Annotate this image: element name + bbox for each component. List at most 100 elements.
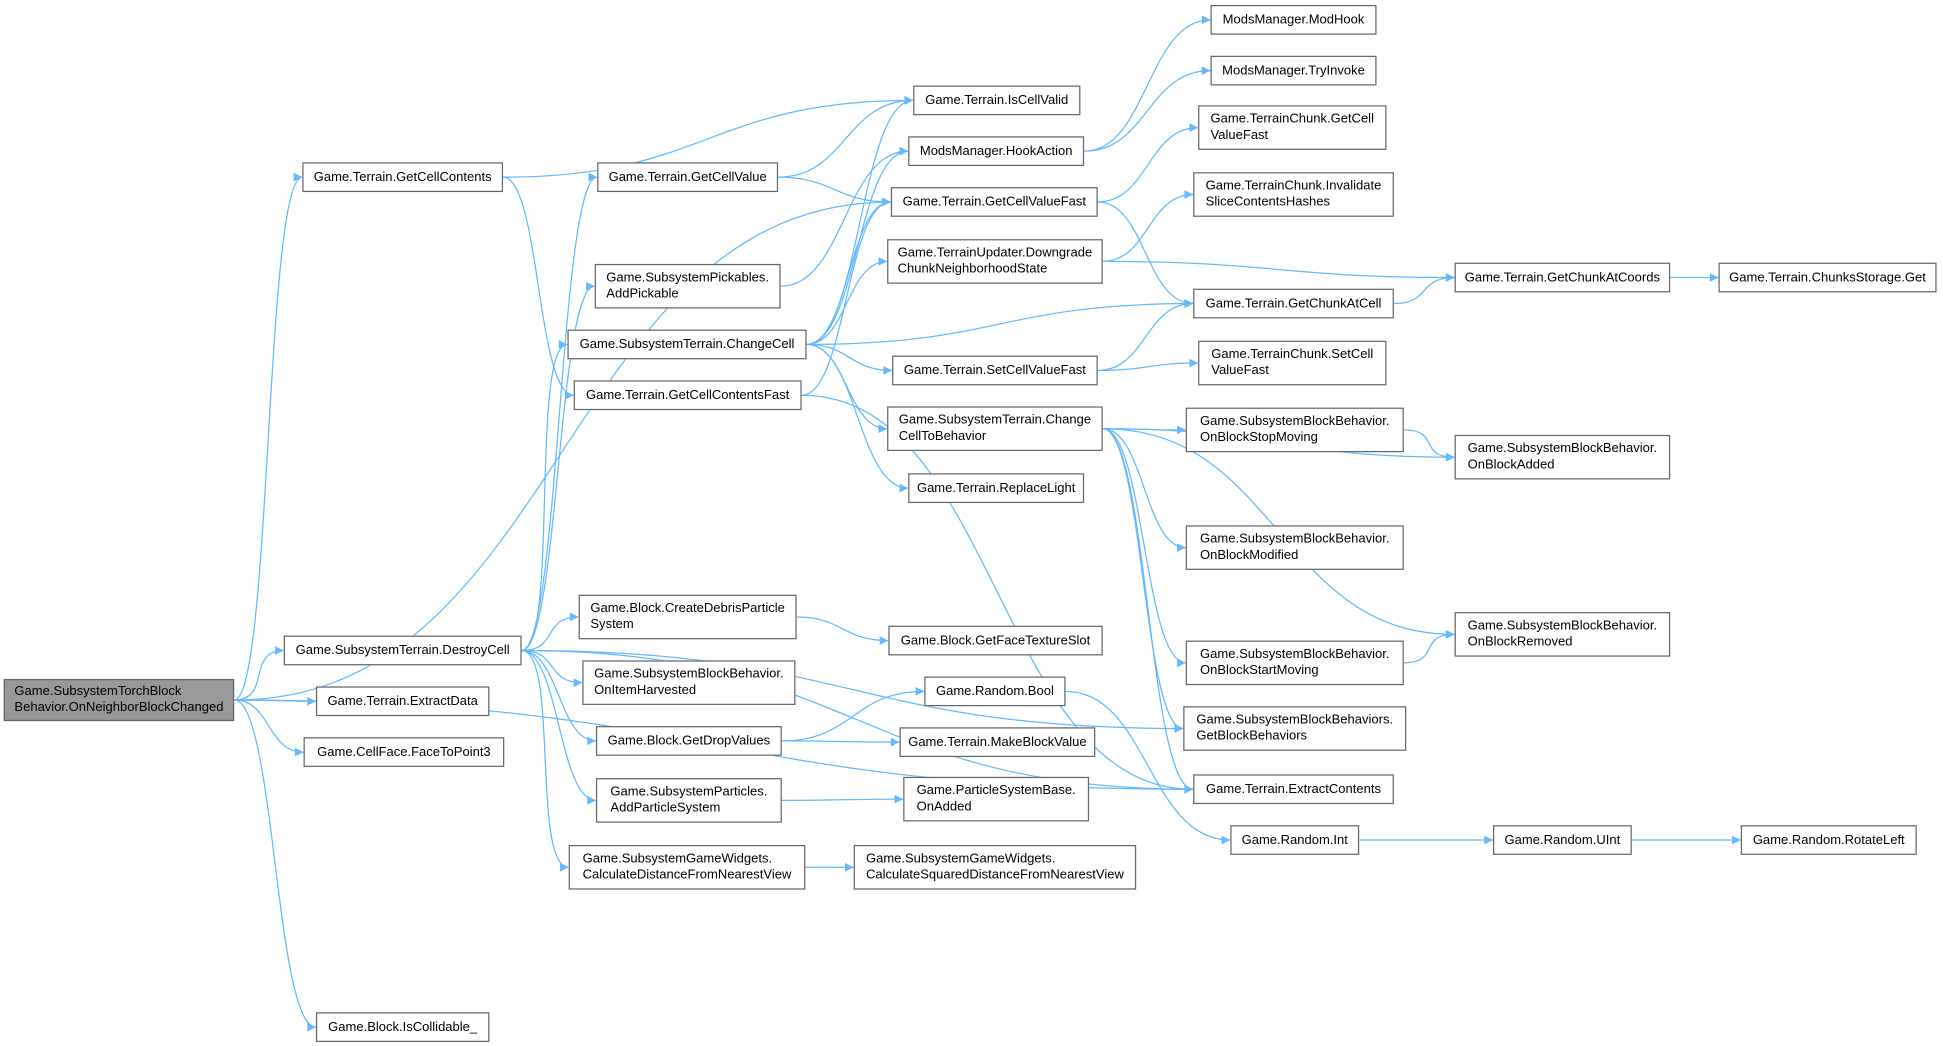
node-set-cell-value-fast[interactable]: Game.Terrain.SetCellValueFast bbox=[892, 355, 1098, 386]
node-change-cell[interactable]: Game.SubsystemTerrain.ChangeCell bbox=[567, 329, 807, 360]
node-label: Game.Random.RotateLeft bbox=[1752, 831, 1905, 847]
edge-getCellValue-to-getCellValueFast bbox=[778, 176, 891, 207]
edge-downgrade-to-invalidateSlice bbox=[1102, 190, 1194, 263]
edge-destroyCell-to-calcDistance bbox=[521, 649, 569, 872]
node-chunk-get-cell-value-fast[interactable]: Game.TerrainChunk.GetCell ValueFast bbox=[1198, 105, 1387, 150]
edge-getChunkAtCell-to-getChunkAtCoords bbox=[1393, 273, 1455, 305]
node-label: Game.Terrain.ChunksStorage.Get bbox=[1729, 269, 1926, 285]
node-add-pickable[interactable]: Game.SubsystemPickables. AddPickable bbox=[594, 263, 781, 309]
node-make-block-value[interactable]: Game.Terrain.MakeBlockValue bbox=[899, 727, 1096, 758]
node-on-block-stop-moving[interactable]: Game.SubsystemBlockBehavior. OnBlockStop… bbox=[1185, 407, 1404, 453]
edge-randomBool-to-randomInt bbox=[1065, 690, 1231, 845]
edge-getDropValues-to-randomBool bbox=[781, 687, 925, 742]
node-change-cell-to-behavior[interactable]: Game.SubsystemTerrain.Change CellToBehav… bbox=[887, 406, 1103, 451]
node-label: Game.SubsystemTorchBlock Behavior.OnNeig… bbox=[14, 683, 224, 715]
edge-addParticleSystem-to-onAdded bbox=[781, 794, 904, 804]
node-chunk-set-cell-value-fast[interactable]: Game.TerrainChunk.SetCell ValueFast bbox=[1198, 340, 1387, 386]
node-random-u-int[interactable]: Game.Random.UInt bbox=[1492, 825, 1632, 855]
node-root[interactable]: Game.SubsystemTorchBlock Behavior.OnNeig… bbox=[3, 678, 235, 722]
node-on-block-modified[interactable]: Game.SubsystemBlockBehavior. OnBlockModi… bbox=[1185, 525, 1404, 570]
node-label: Game.Random.UInt bbox=[1504, 831, 1621, 847]
edge-root-to-faceToPoint3 bbox=[234, 699, 304, 757]
node-label: Game.SubsystemPickables. AddPickable bbox=[606, 270, 769, 302]
edge-changeCell-to-changeCellToBehavior bbox=[806, 343, 888, 434]
node-label: Game.SubsystemBlockBehavior. OnBlockModi… bbox=[1200, 531, 1390, 563]
node-label: Game.SubsystemTerrain.ChangeCell bbox=[579, 336, 795, 352]
node-try-invoke[interactable]: ModsManager.TryInvoke bbox=[1210, 55, 1377, 86]
node-label: Game.TerrainUpdater.Downgrade ChunkNeigh… bbox=[897, 245, 1093, 277]
node-add-particle-system[interactable]: Game.SubsystemParticles. AddParticleSyst… bbox=[595, 778, 782, 823]
node-random-bool[interactable]: Game.Random.Bool bbox=[924, 676, 1066, 707]
edge-downgrade-to-getChunkAtCoords bbox=[1102, 260, 1455, 282]
node-get-cell-contents-fast[interactable]: Game.Terrain.GetCellContentsFast bbox=[573, 380, 802, 411]
edge-changeCellToBehavior-to-extractContents bbox=[1102, 428, 1194, 794]
node-destroy-cell[interactable]: Game.SubsystemTerrain.DestroyCell bbox=[283, 635, 522, 666]
node-label: Game.Block.GetDropValues bbox=[607, 732, 771, 748]
edge-getCellValue-to-isCellValid bbox=[778, 96, 914, 178]
node-mod-hook[interactable]: ModsManager.ModHook bbox=[1210, 4, 1377, 35]
node-replace-light[interactable]: Game.Terrain.ReplaceLight bbox=[908, 473, 1085, 504]
node-random-int[interactable]: Game.Random.Int bbox=[1230, 825, 1360, 855]
node-get-chunk-at-cell[interactable]: Game.Terrain.GetChunkAtCell bbox=[1193, 288, 1394, 319]
edge-getCellContentsFast-to-extractContents bbox=[801, 394, 1194, 794]
edge-getCellContentsFast-to-getCellValueFast bbox=[801, 197, 891, 396]
node-label: Game.SubsystemBlockBehaviors. GetBlockBe… bbox=[1196, 712, 1394, 744]
node-is-cell-valid[interactable]: Game.Terrain.IsCellValid bbox=[913, 85, 1081, 116]
node-calc-squared[interactable]: Game.SubsystemGameWidgets. CalculateSqua… bbox=[853, 844, 1137, 890]
node-on-block-removed[interactable]: Game.SubsystemBlockBehavior. OnBlockRemo… bbox=[1454, 612, 1671, 657]
node-get-drop-values[interactable]: Game.Block.GetDropValues bbox=[595, 726, 782, 756]
edge-changeCell-to-replaceLight bbox=[806, 343, 909, 493]
edge-root-to-getCellValueFast bbox=[234, 197, 891, 701]
node-rotate-left[interactable]: Game.Random.RotateLeft bbox=[1740, 825, 1917, 855]
edge-changeCell-to-getCellValueFast bbox=[806, 197, 891, 346]
edge-changeCellToBehavior-to-onBlockModified bbox=[1102, 428, 1186, 552]
edge-addPickable-to-hookAction bbox=[780, 146, 909, 287]
node-label: Game.Block.GetFaceTextureSlot bbox=[900, 632, 1091, 648]
node-label: Game.Block.CreateDebrisParticle System bbox=[590, 600, 785, 632]
node-label: Game.TerrainChunk.SetCell ValueFast bbox=[1211, 346, 1374, 378]
node-label: Game.SubsystemBlockBehavior. OnBlockAdde… bbox=[1467, 441, 1658, 473]
node-is-collidable[interactable]: Game.Block.IsCollidable_ bbox=[315, 1012, 490, 1042]
edge-onBlockStopMoving-to-onBlockAdded bbox=[1403, 429, 1455, 462]
node-get-chunk-at-coords[interactable]: Game.Terrain.GetChunkAtCoords bbox=[1454, 262, 1671, 293]
edge-destroyCell-to-createDebris bbox=[521, 612, 579, 652]
node-label: Game.Random.Bool bbox=[935, 683, 1054, 699]
node-label: Game.Terrain.GetChunkAtCell bbox=[1205, 295, 1382, 311]
edge-getCellContents-to-isCellValid bbox=[503, 96, 914, 178]
edge-changeCell-to-downgrade bbox=[806, 257, 888, 346]
edge-hookAction-to-tryInvoke bbox=[1084, 66, 1211, 152]
edge-root-to-getCellContents bbox=[233, 172, 303, 701]
node-label: Game.Terrain.GetCellContents bbox=[313, 169, 492, 184]
node-label: Game.Terrain.ReplaceLight bbox=[916, 480, 1076, 495]
node-label: Game.Terrain.ExtractContents bbox=[1206, 781, 1382, 797]
node-on-block-start-moving[interactable]: Game.SubsystemBlockBehavior. OnBlockStar… bbox=[1185, 640, 1404, 686]
edge-hookAction-to-modHook bbox=[1084, 15, 1211, 152]
node-label: Game.SubsystemParticles. AddParticleSyst… bbox=[610, 784, 768, 816]
node-label: Game.SubsystemTerrain.DestroyCell bbox=[295, 642, 510, 658]
node-on-added[interactable]: Game.ParticleSystemBase. OnAdded bbox=[903, 776, 1090, 822]
node-get-cell-contents[interactable]: Game.Terrain.GetCellContents bbox=[302, 162, 504, 193]
edge-createDebris-to-getFaceTextureSlot bbox=[796, 616, 889, 645]
node-get-cell-value[interactable]: Game.Terrain.GetCellValue bbox=[597, 162, 779, 193]
node-create-debris[interactable]: Game.Block.CreateDebrisParticle System bbox=[578, 594, 797, 640]
node-hook-action[interactable]: ModsManager.HookAction bbox=[908, 136, 1085, 167]
node-chunks-storage-get[interactable]: Game.Terrain.ChunksStorage.Get bbox=[1718, 262, 1937, 293]
node-get-block-behaviors[interactable]: Game.SubsystemBlockBehaviors. GetBlockBe… bbox=[1183, 706, 1407, 751]
node-extract-contents[interactable]: Game.Terrain.ExtractContents bbox=[1193, 774, 1394, 805]
node-get-cell-value-fast[interactable]: Game.Terrain.GetCellValueFast bbox=[890, 187, 1098, 217]
node-label: Game.Terrain.ExtractData bbox=[327, 693, 478, 709]
node-get-face-texture-slot[interactable]: Game.Block.GetFaceTextureSlot bbox=[888, 625, 1103, 656]
node-on-item-harvested[interactable]: Game.SubsystemBlockBehavior. OnItemHarve… bbox=[582, 660, 796, 705]
edge-destroyCell-to-getDropValues bbox=[521, 649, 596, 746]
node-downgrade[interactable]: Game.TerrainUpdater.Downgrade ChunkNeigh… bbox=[887, 239, 1103, 284]
node-calc-distance[interactable]: Game.SubsystemGameWidgets. CalculateDist… bbox=[568, 844, 806, 890]
node-extract-data[interactable]: Game.Terrain.ExtractData bbox=[315, 686, 490, 717]
node-invalidate-slice[interactable]: Game.TerrainChunk.Invalidate SliceConten… bbox=[1193, 172, 1394, 217]
node-on-block-added[interactable]: Game.SubsystemBlockBehavior. OnBlockAdde… bbox=[1454, 434, 1671, 480]
node-face-to-point3[interactable]: Game.CellFace.FaceToPoint3 bbox=[303, 737, 505, 767]
node-label: ModsManager.HookAction bbox=[919, 143, 1073, 158]
node-label: Game.TerrainChunk.Invalidate SliceConten… bbox=[1205, 178, 1382, 210]
node-label: Game.Terrain.GetCellValue bbox=[608, 169, 767, 184]
edge-getCellValueFast-to-chunkGetCellValueFast bbox=[1097, 123, 1199, 203]
